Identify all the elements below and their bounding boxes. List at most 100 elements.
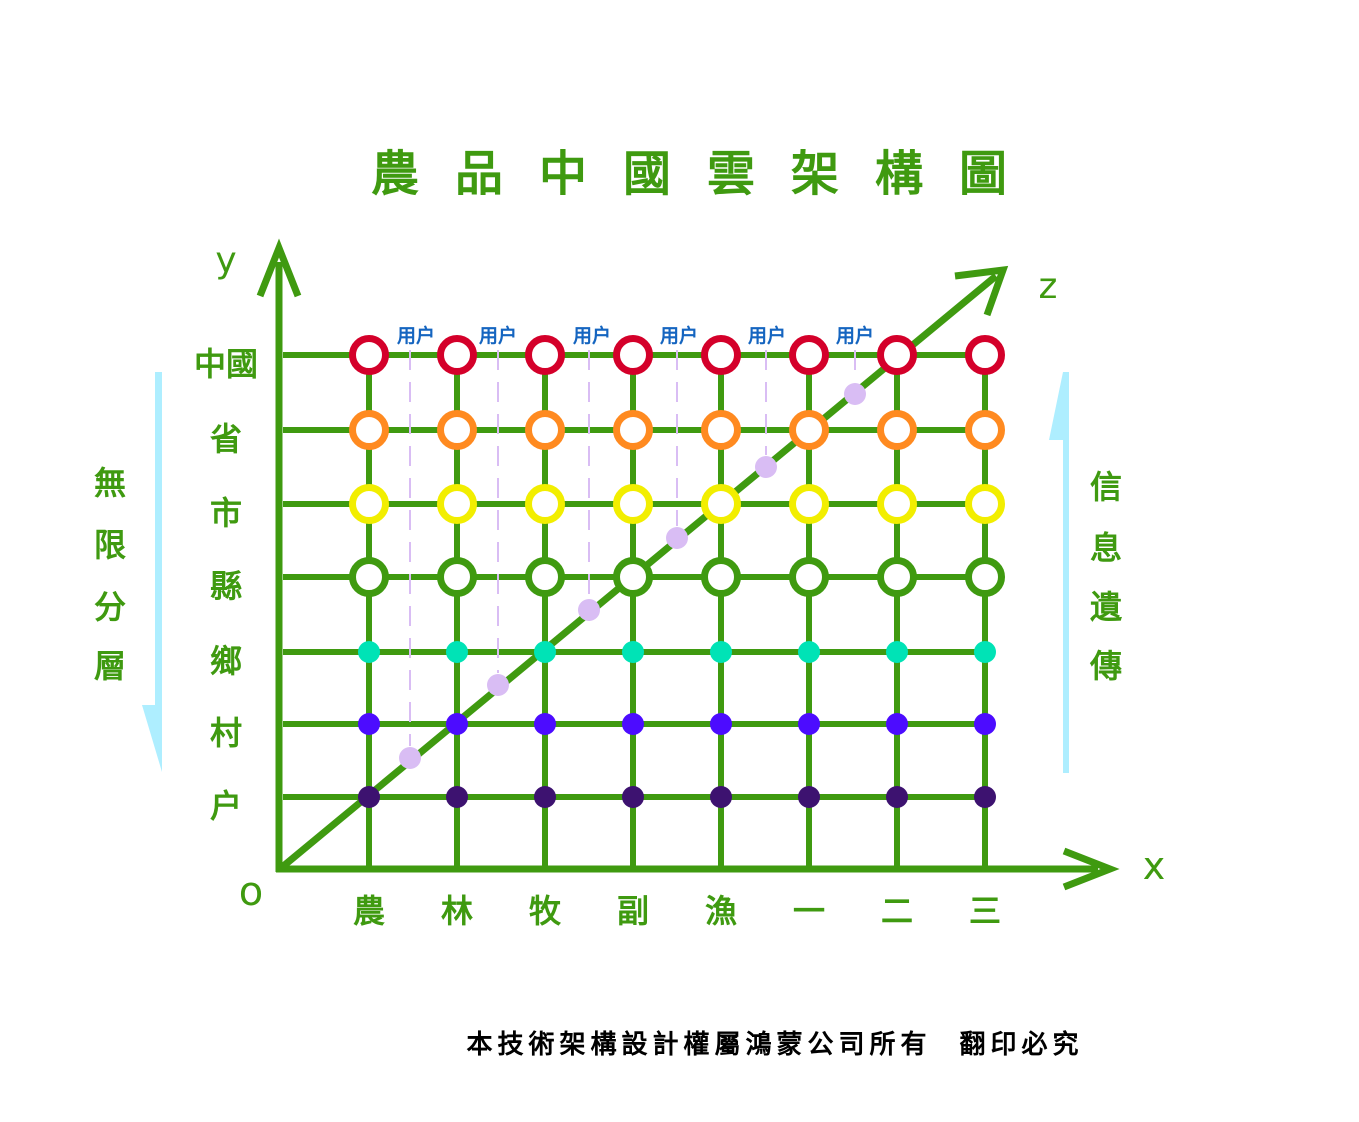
node-ring-city [965,484,1005,524]
node-dot-household [710,786,732,808]
node-dot-township [446,641,468,663]
node-ring-province [965,410,1005,450]
y-tick-label: 省 [210,420,242,458]
title-char: 圖 [959,146,1007,202]
right-arrow-text-char: 傳 [1089,647,1122,685]
user-label: 用户 [836,324,874,347]
node-ring-china [701,335,741,375]
x-tick-label: 牧 [529,892,562,930]
node-ring-county [525,557,565,597]
user-dot [666,527,688,549]
y-tick-label: 户 [210,787,242,825]
y-tick-label: 市 [210,494,242,532]
title-char: 架 [791,146,839,202]
title-char: 國 [623,146,671,202]
x-axis-arrowhead [1062,847,1120,891]
node-ring-county [877,557,917,597]
node-dot-village [974,713,996,735]
user-dot [755,456,777,478]
title-char: 品 [455,146,503,202]
z-axis-arrowhead [954,265,1009,317]
left-arrow-text-char: 分 [94,588,126,626]
user-dashed-lines [409,350,856,746]
left-arrow-text-char: 無 [94,464,126,502]
right-side-arrow [1049,372,1069,773]
node-ring-city [349,484,389,524]
node-dot-township [974,641,996,663]
left-arrow-text-char: 層 [94,647,126,685]
user-dot [399,747,421,769]
origin-label: o [239,869,263,915]
user-dot [844,383,866,405]
user-label: 用户 [748,324,786,347]
node-ring-city [701,484,741,524]
node-ring-province [701,410,741,450]
user-dot [487,674,509,696]
right-arrow-text-char: 信 [1090,468,1122,506]
y-axis-arrowhead [256,238,302,298]
user-dots [399,383,866,769]
title-char: 中 [539,146,587,202]
node-dot-township [710,641,732,663]
x-tick-label: 農 [353,892,385,930]
y-tick-label: 村 [210,714,242,752]
x-tick-label: 三 [969,892,1001,930]
node-dot-township [798,641,820,663]
node-dot-township [534,641,556,663]
left-arrow-text-char: 限 [94,526,126,564]
node-ring-city [437,484,477,524]
node-dot-household [974,786,996,808]
node-ring-province [877,410,917,450]
right-arrow-text-char: 息 [1090,529,1122,567]
node-dot-household [534,786,556,808]
y-tick-label: 縣 [210,567,242,605]
node-dot-village [534,713,556,735]
node-ring-county [789,557,829,597]
grid-nodes [349,335,1005,808]
x-axis-label: x [1143,844,1166,888]
node-dot-township [358,641,380,663]
node-ring-city [525,484,565,524]
node-ring-china [789,335,829,375]
node-ring-city [613,484,653,524]
title-char: 雲 [707,146,755,202]
node-dot-household [358,786,380,808]
node-ring-china [525,335,565,375]
y-tick-label: 中國 [194,345,258,383]
node-ring-county [701,557,741,597]
title-char: 農 [371,146,419,202]
footer-copyright: 本技術架構設計權屬鴻蒙公司所有 翻印必究 [466,1029,1083,1060]
node-dot-village [886,713,908,735]
user-label: 用户 [479,324,517,347]
node-dot-village [358,713,380,735]
x-tick-label: 一 [793,892,825,930]
node-ring-china [437,335,477,375]
node-dot-household [446,786,468,808]
left-side-arrow [142,372,162,772]
node-dot-village [710,713,732,735]
node-ring-province [613,410,653,450]
z-axis-label: z [1039,266,1058,307]
node-ring-province [349,410,389,450]
x-tick-label: 二 [881,892,913,930]
axes [256,238,1120,891]
node-dot-household [886,786,908,808]
node-dot-village [622,713,644,735]
node-ring-city [877,484,917,524]
node-ring-county [437,557,477,597]
node-ring-province [437,410,477,450]
x-tick-label: 林 [441,892,473,930]
node-ring-city [789,484,829,524]
node-ring-province [525,410,565,450]
node-ring-china [965,335,1005,375]
x-tick-label: 副 [617,892,649,930]
user-label: 用户 [397,324,435,347]
node-ring-county [965,557,1005,597]
y-tick-label: 鄉 [210,642,242,680]
x-tick-label: 漁 [705,892,737,930]
node-dot-household [622,786,644,808]
user-label: 用户 [573,324,611,347]
